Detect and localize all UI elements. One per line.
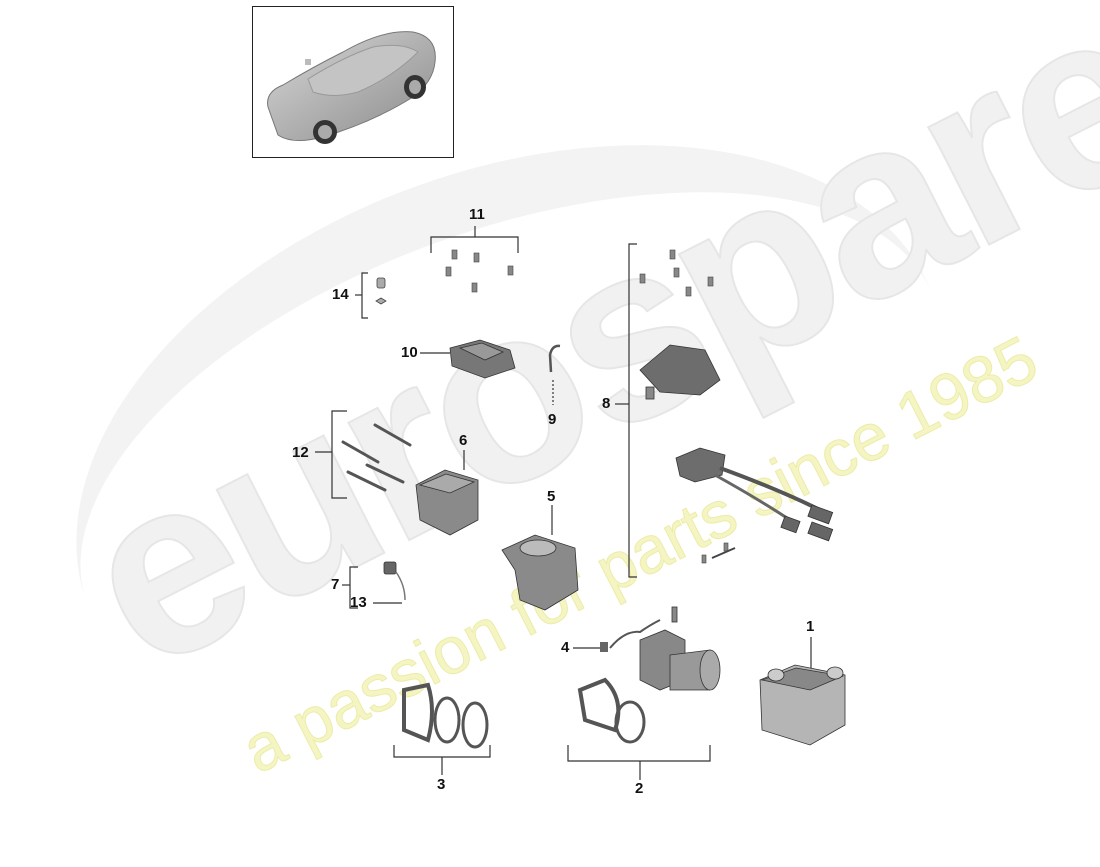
callout-13: 13 xyxy=(350,594,367,611)
callout-11: 11 xyxy=(469,206,485,223)
callout-3: 3 xyxy=(437,776,446,793)
vehicle-thumbnail xyxy=(252,6,454,158)
callout-5: 5 xyxy=(547,488,556,505)
car-icon xyxy=(267,31,436,144)
callout-10: 10 xyxy=(401,344,418,361)
callout-6: 6 xyxy=(459,432,468,449)
callout-2: 2 xyxy=(635,780,644,797)
callout-12: 12 xyxy=(292,444,309,461)
callout-7: 7 xyxy=(331,576,340,593)
callout-1: 1 xyxy=(806,618,815,635)
callout-14: 14 xyxy=(332,286,349,303)
callout-9: 9 xyxy=(548,411,557,428)
screws-11 xyxy=(445,249,514,293)
callout-4: 4 xyxy=(561,639,570,656)
callout-8: 8 xyxy=(602,395,611,412)
diagram-drawing xyxy=(315,226,846,780)
